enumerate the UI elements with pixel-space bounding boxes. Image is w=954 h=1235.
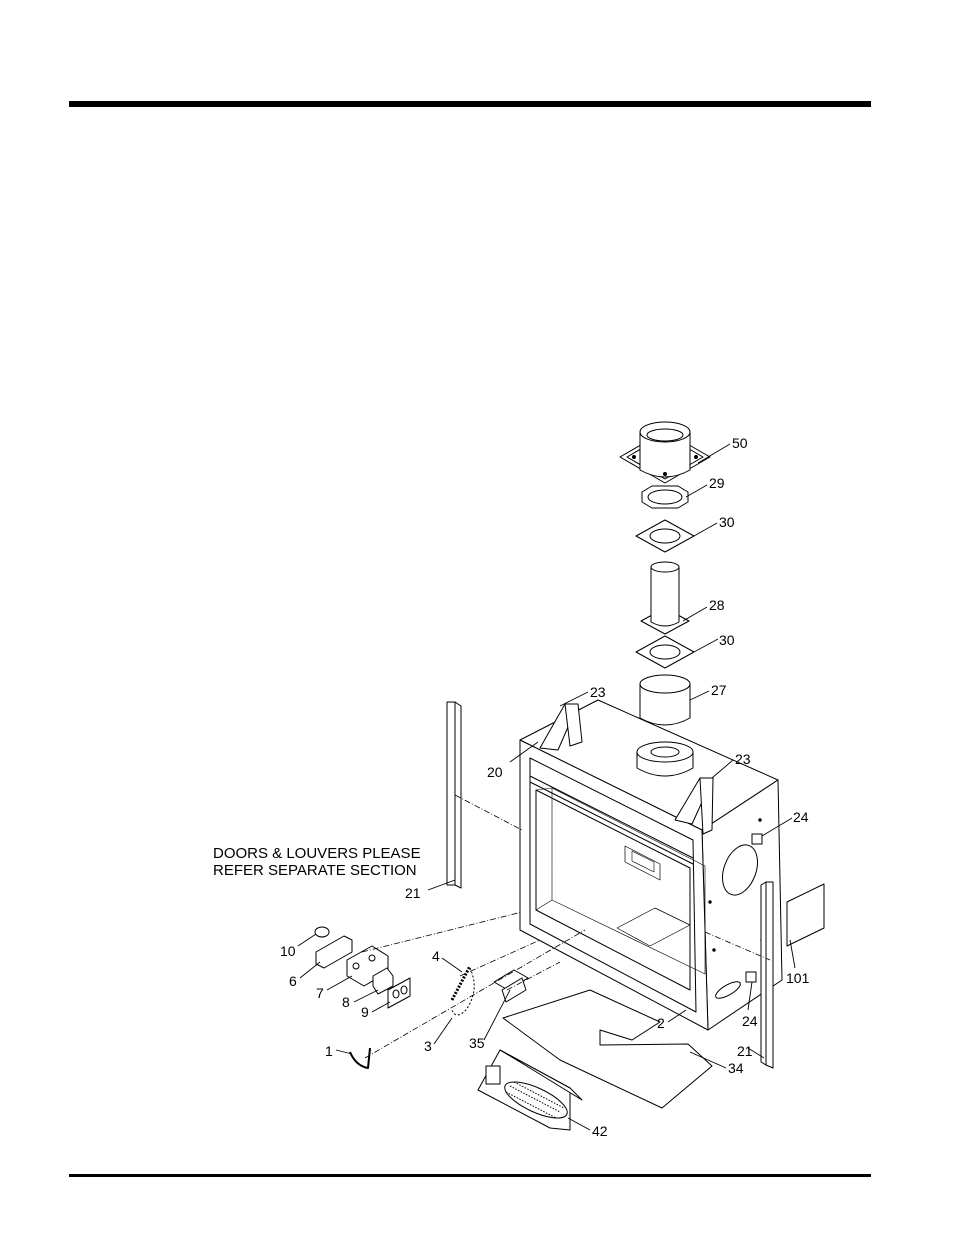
callout-42: 42 bbox=[592, 1123, 608, 1139]
callout-8: 8 bbox=[342, 994, 350, 1010]
part-30-lower-gasket bbox=[636, 636, 694, 668]
callout-20: 20 bbox=[487, 764, 503, 780]
callout-21-right: 21 bbox=[737, 1043, 753, 1059]
part-50-flue-collar bbox=[620, 422, 710, 483]
part-28-vent-pipe bbox=[641, 562, 689, 634]
callout-23-left: 23 bbox=[590, 684, 606, 700]
callout-4: 4 bbox=[432, 948, 440, 964]
callout-6: 6 bbox=[289, 973, 297, 989]
part-30-upper-gasket bbox=[636, 520, 694, 552]
callout-10: 10 bbox=[280, 943, 296, 959]
note-line-1: DOORS & LOUVERS PLEASE bbox=[213, 845, 421, 862]
callout-101: 101 bbox=[786, 970, 810, 986]
part-29-gasket bbox=[642, 486, 688, 508]
callout-9: 9 bbox=[361, 1004, 369, 1020]
part-27-collar bbox=[640, 675, 690, 725]
callout-28: 28 bbox=[709, 597, 725, 613]
callout-35: 35 bbox=[469, 1035, 485, 1051]
callout-24-lower: 24 bbox=[742, 1013, 758, 1029]
callout-2: 2 bbox=[657, 1015, 665, 1031]
callout-50: 50 bbox=[732, 435, 748, 451]
part-35-bracket bbox=[494, 970, 528, 1002]
callout-1: 1 bbox=[325, 1043, 333, 1059]
callout-21-left: 21 bbox=[405, 885, 421, 901]
callout-3: 3 bbox=[424, 1038, 432, 1054]
callout-24-upper: 24 bbox=[793, 809, 809, 825]
callout-7: 7 bbox=[316, 985, 324, 1001]
callout-23-right: 23 bbox=[735, 751, 751, 767]
firebox-body bbox=[520, 700, 782, 1030]
part-1-rod bbox=[350, 1048, 370, 1068]
callout-30-lower: 30 bbox=[719, 632, 735, 648]
callout-29: 29 bbox=[709, 475, 725, 491]
control-components bbox=[315, 927, 410, 1008]
note-line-2: REFER SEPARATE SECTION bbox=[213, 862, 417, 879]
callout-27: 27 bbox=[711, 682, 727, 698]
part-101-plate bbox=[787, 884, 824, 946]
callout-34: 34 bbox=[728, 1060, 744, 1076]
callout-30-upper: 30 bbox=[719, 514, 735, 530]
